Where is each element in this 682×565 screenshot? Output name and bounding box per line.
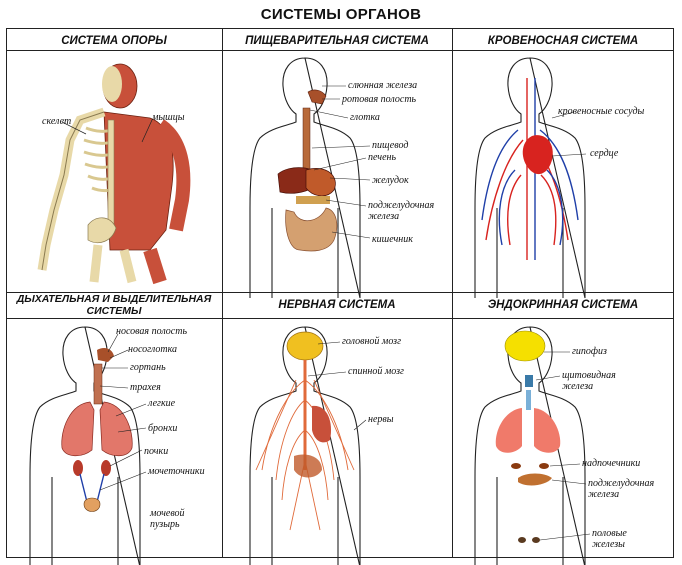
label-kidneys: почки	[144, 446, 169, 457]
grid-hline-2	[6, 292, 674, 293]
label-salivary-gland: слюнная железа	[348, 80, 418, 91]
respiratory-illustration	[29, 326, 147, 565]
label-pancreas-endocrine: поджелудочная железа	[588, 478, 655, 500]
panel-title-support: СИСТЕМА ОПОРЫ	[61, 35, 167, 47]
label-stomach: желудок	[372, 175, 409, 186]
label-bladder: мочевой пузырь	[150, 508, 185, 530]
label-ureters: мочеточники	[148, 466, 205, 477]
grid-hline-1	[6, 50, 674, 51]
support-illustration	[37, 63, 191, 285]
circulatory-illustration	[474, 57, 587, 299]
label-pituitary: гипофиз	[572, 346, 607, 357]
panel-title-respiratory: ДЫХАТЕЛЬНАЯ И ВЫДЕЛИТЕЛЬНАЯ СИСТЕМЫ	[16, 293, 212, 317]
organ-systems-grid	[6, 28, 674, 558]
label-adrenal: надпочечники	[582, 458, 641, 469]
label-liver: печень	[368, 152, 397, 163]
label-pancreas-digestive: поджелудочная железа	[368, 200, 435, 222]
label-brain: головной мозг	[342, 336, 401, 347]
label-lungs: легкие	[148, 398, 176, 409]
endocrine-illustration	[474, 326, 591, 565]
label-nasal-cavity: носовая полость	[116, 326, 188, 337]
label-pharynx: глотка	[350, 112, 380, 123]
label-esophagus: пищевод	[372, 140, 409, 151]
label-bronchi: бронхи	[148, 423, 178, 434]
label-nasopharynx: носоглотка	[128, 344, 178, 355]
panel-title-endocrine: ЭНДОКРИННАЯ СИСТЕМА	[487, 299, 639, 311]
label-muscles: мышцы	[152, 112, 185, 123]
label-trachea: трахея	[130, 382, 161, 393]
label-skeleton: скелет	[42, 116, 72, 127]
label-gonads: половые железы	[592, 528, 627, 550]
nervous-illustration	[249, 326, 367, 565]
grid-vline-2	[452, 28, 453, 558]
label-heart: сердце	[590, 148, 619, 159]
panel-title-circulatory: КРОВЕНОСНАЯ СИСТЕМА	[487, 35, 639, 47]
label-thyroid: щитовидная железа	[562, 370, 616, 392]
digestive-illustration	[249, 57, 371, 299]
panel-title-digestive: ПИЩЕВАРИТЕЛЬНАЯ СИСТЕМА	[245, 35, 429, 47]
page-title: СИСТЕМЫ ОРГАНОВ	[260, 6, 422, 23]
label-intestine: кишечник	[372, 234, 413, 245]
label-nerves: нервы	[368, 414, 394, 425]
label-blood-vessels: кровеносные сосуды	[558, 106, 645, 117]
grid-hline-3	[6, 318, 674, 319]
label-larynx: гортань	[130, 362, 166, 373]
label-oral-cavity: ротовая полость	[342, 94, 417, 105]
grid-vline-1	[222, 28, 223, 558]
panel-title-nervous: НЕРВНАЯ СИСТЕМА	[278, 299, 396, 311]
label-spinal-cord: спинной мозг	[348, 366, 404, 377]
